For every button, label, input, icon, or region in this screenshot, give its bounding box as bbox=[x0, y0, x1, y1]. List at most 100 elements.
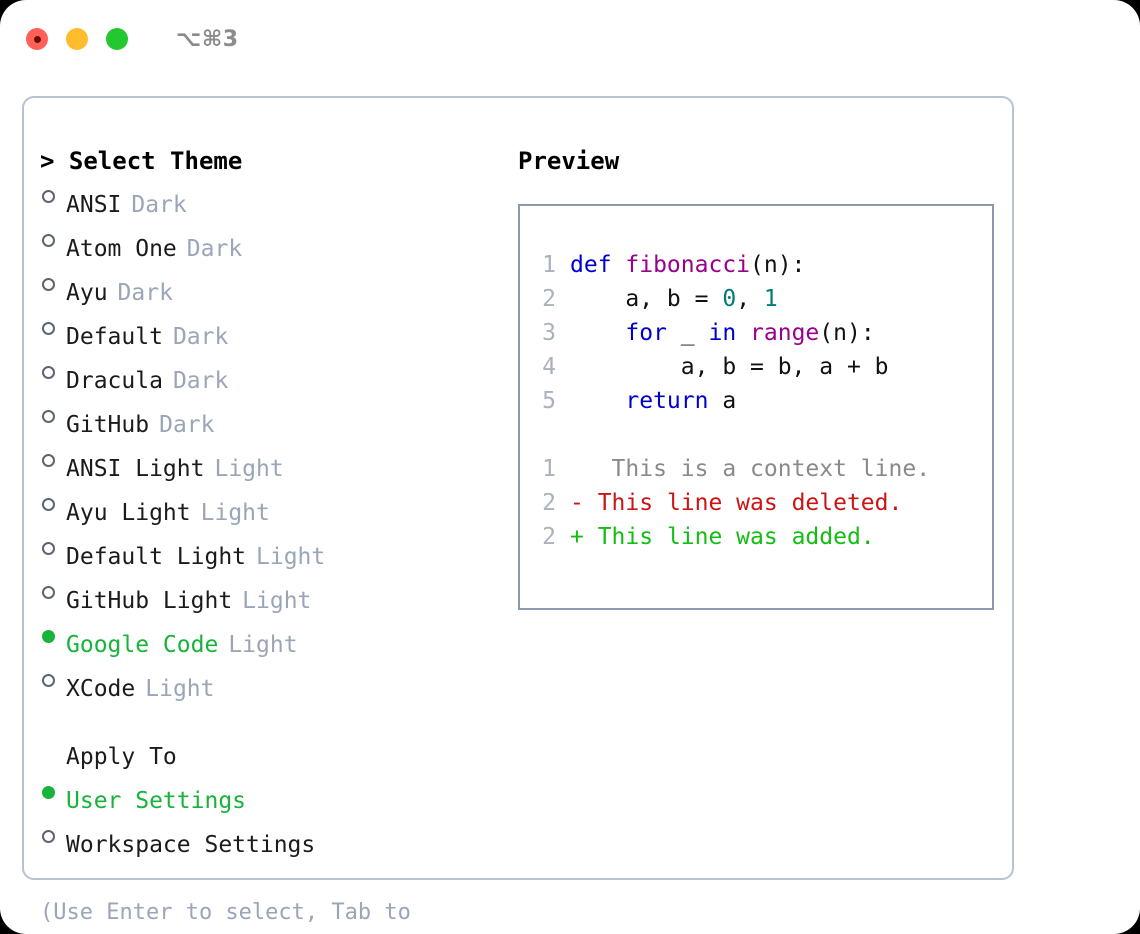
radio-unselected-icon bbox=[40, 178, 66, 212]
diff-marker: - bbox=[570, 490, 584, 516]
code-diff-separator bbox=[534, 418, 992, 452]
theme-option-xcode[interactable]: XCode Light bbox=[40, 662, 500, 706]
theme-option-ayu-light[interactable]: Ayu Light Light bbox=[40, 486, 500, 530]
apply-to-option-workspace-settings[interactable]: Workspace Settings bbox=[40, 818, 500, 862]
theme-option-tag: Light bbox=[200, 500, 270, 526]
theme-option-default[interactable]: Default Dark bbox=[40, 310, 500, 354]
code-token-kw: return bbox=[625, 388, 709, 414]
code-token-txt: a, b = b, a + b bbox=[570, 354, 889, 380]
theme-option-label: ANSI bbox=[66, 192, 122, 218]
code-line: 2 a, b = 0, 1 bbox=[534, 282, 992, 316]
select-theme-heading: > Select Theme bbox=[40, 147, 243, 175]
theme-option-tag: Light bbox=[145, 676, 215, 702]
code-line-number: 1 bbox=[542, 252, 556, 278]
code-token-fn: fibonacci bbox=[625, 252, 751, 278]
radio-unselected-icon bbox=[40, 442, 66, 476]
apply-to-option-label: User Settings bbox=[66, 788, 247, 814]
theme-option-tag: Dark bbox=[172, 368, 229, 394]
theme-option-label: Default bbox=[66, 324, 163, 350]
radio-unselected-icon bbox=[40, 530, 66, 564]
preview-heading: Preview bbox=[518, 147, 620, 175]
radio-unselected-icon bbox=[40, 354, 66, 388]
code-line-content: def fibonacci(n): bbox=[570, 248, 805, 282]
code-token-txt bbox=[570, 320, 625, 346]
code-line-number: 2 bbox=[542, 286, 556, 312]
theme-option-tag: Dark bbox=[131, 192, 187, 218]
code-line-number: 3 bbox=[542, 320, 556, 346]
code-line-content: a, b = b, a + b bbox=[570, 350, 889, 384]
diff-marker bbox=[570, 456, 584, 482]
diff-line-content: This is a context line. bbox=[570, 452, 931, 486]
diff-line-number: 2 bbox=[542, 524, 556, 550]
radio-unselected-icon bbox=[40, 818, 66, 852]
theme-option-tag: Light bbox=[242, 588, 312, 614]
code-line-number: 5 bbox=[542, 388, 556, 414]
theme-option-default-light[interactable]: Default Light Light bbox=[40, 530, 500, 574]
theme-option-label: Dracula bbox=[66, 368, 163, 394]
diff-line-ctx: 1 This is a context line. bbox=[534, 452, 992, 486]
code-token-kw: in bbox=[708, 320, 737, 346]
list-spacer bbox=[40, 706, 500, 740]
theme-option-label: XCode bbox=[66, 676, 136, 702]
code-token-txt bbox=[736, 320, 750, 346]
code-line: 1 def fibonacci(n): bbox=[534, 248, 992, 282]
radio-unselected-icon bbox=[40, 266, 66, 300]
apply-to-option-label: Workspace Settings bbox=[66, 832, 316, 858]
theme-option-label: Ayu Light bbox=[66, 500, 191, 526]
radio-unselected-icon bbox=[40, 398, 66, 432]
apply-to-option-user-settings[interactable]: User Settings bbox=[40, 774, 500, 818]
theme-option-tag: Light bbox=[228, 632, 298, 658]
theme-option-tag: Dark bbox=[172, 324, 229, 350]
diff-line-number: 1 bbox=[542, 456, 556, 482]
diff-text: This line was deleted. bbox=[583, 490, 903, 516]
code-token-num: 0 bbox=[722, 286, 737, 312]
diff-line-number: 2 bbox=[542, 490, 556, 516]
theme-option-tag: Light bbox=[214, 456, 284, 482]
diff-line-content: + This line was added. bbox=[570, 520, 875, 554]
diff-line-content: - This line was deleted. bbox=[570, 486, 902, 520]
theme-option-github[interactable]: GitHub Dark bbox=[40, 398, 500, 442]
code-token-txt: (n): bbox=[750, 252, 806, 278]
code-line-content: return a bbox=[570, 384, 736, 418]
radio-unselected-icon bbox=[40, 222, 66, 256]
code-token-txt: a bbox=[708, 388, 737, 414]
code-token-kw: def bbox=[570, 252, 626, 278]
diff-text: This is a context line. bbox=[583, 456, 931, 482]
keyboard-shortcut-label: ⌥⌘3 bbox=[176, 26, 239, 52]
theme-option-tag: Light bbox=[256, 544, 326, 570]
code-token-kw: for bbox=[625, 320, 667, 346]
traffic-lights bbox=[26, 28, 128, 50]
theme-option-tag: Dark bbox=[117, 280, 173, 306]
code-line-number: 4 bbox=[542, 354, 556, 380]
code-token-txt: a, b = bbox=[570, 286, 723, 312]
theme-option-dracula[interactable]: Dracula Dark bbox=[40, 354, 500, 398]
zoom-button[interactable] bbox=[106, 28, 128, 50]
radio-selected-icon bbox=[40, 774, 66, 808]
theme-option-label: Default Light bbox=[66, 544, 247, 570]
radio-unselected-icon bbox=[40, 310, 66, 344]
theme-option-tag: Dark bbox=[159, 412, 215, 438]
minimize-button[interactable] bbox=[66, 28, 88, 50]
close-button[interactable] bbox=[26, 28, 48, 50]
apply-to-heading: Apply To bbox=[66, 744, 177, 770]
theme-option-ansi[interactable]: ANSI Dark bbox=[40, 178, 500, 222]
code-token-txt: _ bbox=[666, 320, 709, 346]
keyboard-hint-text: (Use Enter to select, Tab to change focu… bbox=[40, 900, 411, 925]
code-token-txt: (n): bbox=[819, 320, 875, 346]
code-line-content: a, b = 0, 1 bbox=[570, 282, 777, 316]
diff-line-del: 2- This line was deleted. bbox=[534, 486, 992, 520]
theme-option-label: GitHub bbox=[66, 412, 150, 438]
title-bar: ⌥⌘3 bbox=[0, 0, 1140, 78]
diff-marker: + bbox=[570, 524, 584, 550]
